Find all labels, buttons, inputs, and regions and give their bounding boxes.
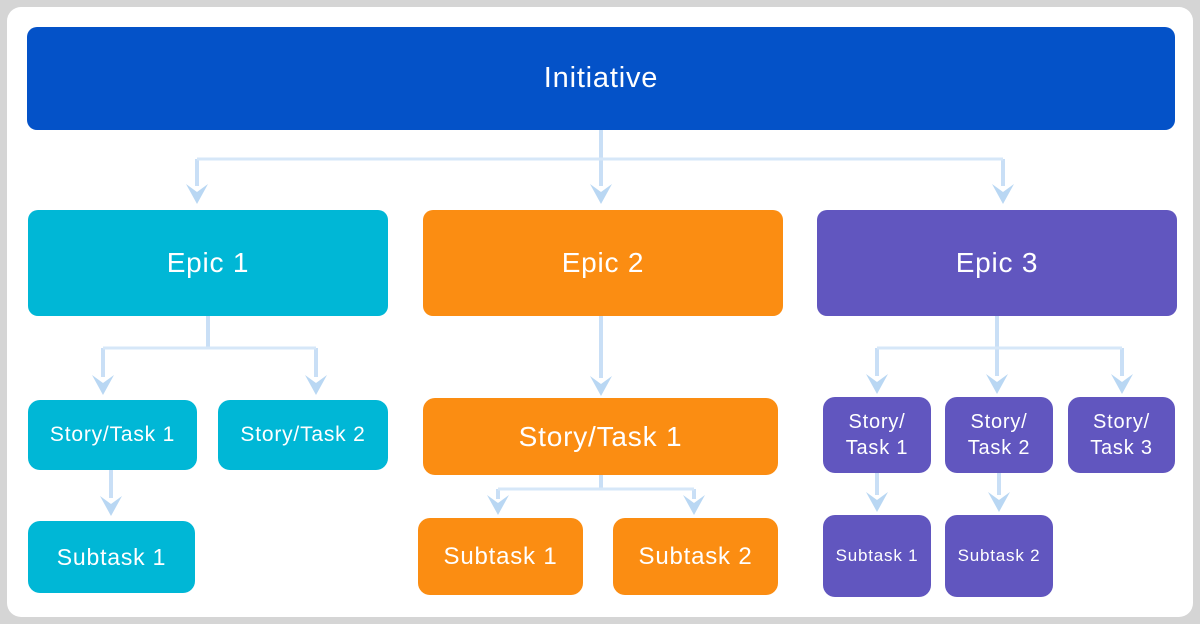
node-epic2-story-task-1: Story/Task 1 xyxy=(423,398,778,475)
node-epic2-subtask-1: Subtask 1 xyxy=(418,518,583,595)
node-epic3-subtask-1: Subtask 1 xyxy=(823,515,931,597)
node-epic3-story-task-1: Story/ Task 1 xyxy=(823,397,931,473)
label-line-1: Story/ xyxy=(970,411,1028,433)
node-epic1-story-task-2: Story/Task 2 xyxy=(218,400,388,470)
label-line-2: Task 1 xyxy=(845,437,909,459)
node-epic-1: Epic 1 xyxy=(28,210,388,316)
label-line-1: Story/ xyxy=(848,411,906,433)
node-label: Story/ Task 2 xyxy=(968,409,1031,461)
node-initiative: Initiative xyxy=(27,27,1175,130)
node-epic2-subtask-2: Subtask 2 xyxy=(613,518,778,595)
label-line-2: Task 2 xyxy=(967,437,1031,459)
node-label: Story/ Task 1 xyxy=(846,409,909,461)
node-epic-2: Epic 2 xyxy=(423,210,783,316)
node-epic1-subtask-1: Subtask 1 xyxy=(28,521,195,593)
node-epic3-subtask-2: Subtask 2 xyxy=(945,515,1053,597)
node-epic3-story-task-2: Story/ Task 2 xyxy=(945,397,1053,473)
node-epic-3: Epic 3 xyxy=(817,210,1177,316)
node-label: Story/ Task 3 xyxy=(1090,409,1153,461)
label-line-2: Task 3 xyxy=(1090,437,1153,459)
node-epic1-story-task-1: Story/Task 1 xyxy=(28,400,197,470)
node-epic3-story-task-3: Story/ Task 3 xyxy=(1068,397,1175,473)
label-line-1: Story/ xyxy=(1092,411,1151,433)
